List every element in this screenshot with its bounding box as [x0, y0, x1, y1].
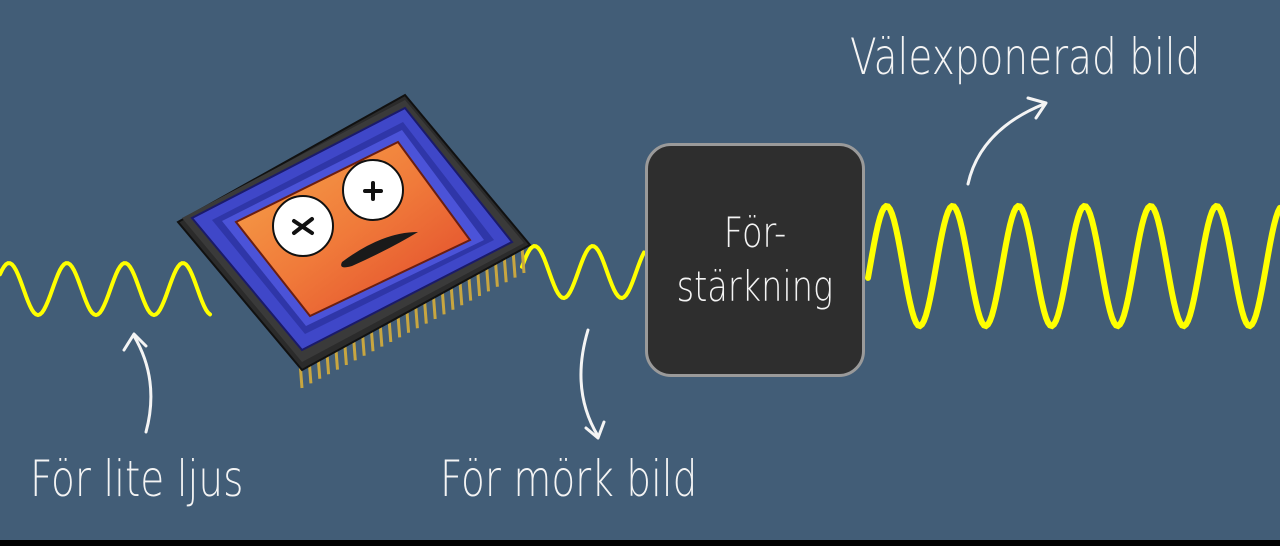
- amplifier-label-line1: För-: [723, 208, 787, 257]
- sensor-pin: [511, 251, 517, 278]
- arrow-to-dark-label: [579, 328, 600, 438]
- too-little-light-label: För lite ljus: [30, 450, 244, 508]
- sensor-face: [272, 159, 418, 268]
- image-sensor-chip: [176, 93, 532, 389]
- amplifier-label-line2: stärkning: [676, 262, 834, 311]
- sensor-pin: [520, 246, 526, 274]
- amplified-wave: [865, 202, 1280, 330]
- too-dark-image-label: För mörk bild: [440, 450, 698, 508]
- weak-sensor-output-wave: [520, 244, 646, 301]
- arrow-to-well-exposed-label: [966, 102, 1046, 186]
- weak-input-wave: [0, 261, 212, 318]
- sensor-pin: [493, 260, 499, 287]
- well-exposed-image-label: Välexponerad bild: [850, 28, 1201, 86]
- amplifier-box: För- stärkning: [645, 143, 865, 377]
- arrow-to-input-wave: [132, 334, 153, 434]
- sensor-pin: [502, 256, 508, 283]
- bottom-border: [0, 540, 1280, 546]
